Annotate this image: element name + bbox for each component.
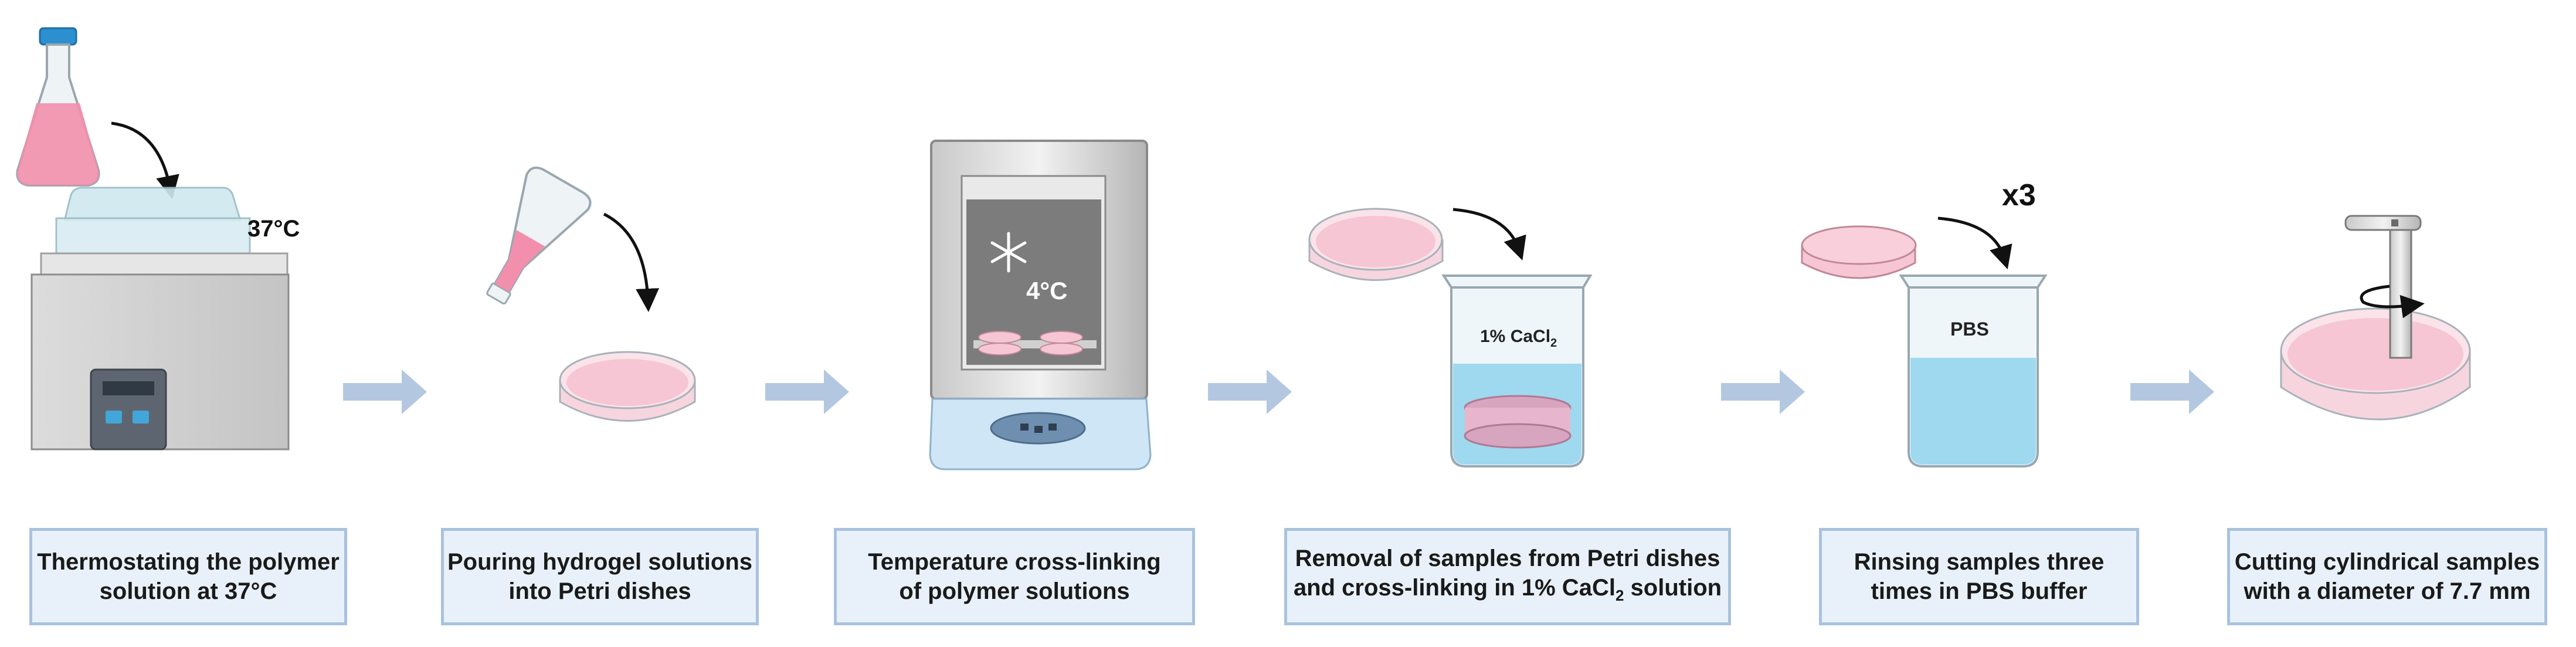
pour-arrow-icon [111,121,179,199]
petri-dish-icon [1308,208,1444,281]
transfer-arrow-icon [1937,216,2012,270]
punch-tool-icon [2344,215,2425,359]
flow-arrow-icon [1208,370,1292,414]
fridge-temperature: 4°C [1026,277,1068,304]
flow-arrow-icon [1721,370,1805,414]
tilted-flask-icon [486,166,592,304]
step-2-label: Pouring hydrogel solutions into Petri di… [441,528,759,625]
petri-dish-icon [1801,225,1917,279]
repeat-count: x3 [2002,178,2036,212]
step-6-label: Cutting cylindrical samples with a diame… [2227,528,2547,625]
petri-dish-icon [559,351,696,422]
flow-arrow-icon [2130,370,2214,414]
cacl2-label: 1% CaCl2 [1480,327,1557,350]
refrigerator-icon [929,140,1152,470]
pbs-label: PBS [1950,319,1989,340]
pour-arrow-icon [603,212,660,312]
transfer-arrow-icon [1452,208,1526,260]
beaker-icon [1899,275,2048,468]
flow-arrows [343,370,2214,414]
snowflake-icon [990,232,1027,273]
flow-arrow-icon [343,370,427,414]
step-1-label: Thermostating the polymer solution at 37… [29,528,347,625]
flow-arrow-icon [765,370,849,414]
water-bath-icon [30,187,290,450]
step-4-label: Removal of samples from Petri dishes and… [1284,528,1731,625]
flask-icon [16,27,100,187]
step-5-label: Rinsing samples three times in PBS buffe… [1819,528,2139,625]
bath-temperature: 37°C [247,216,300,242]
step-3-label: Temperature cross-linking of polymer sol… [834,528,1195,625]
beaker-icon [1441,275,1593,468]
cutting-dish-icon [2280,307,2471,421]
